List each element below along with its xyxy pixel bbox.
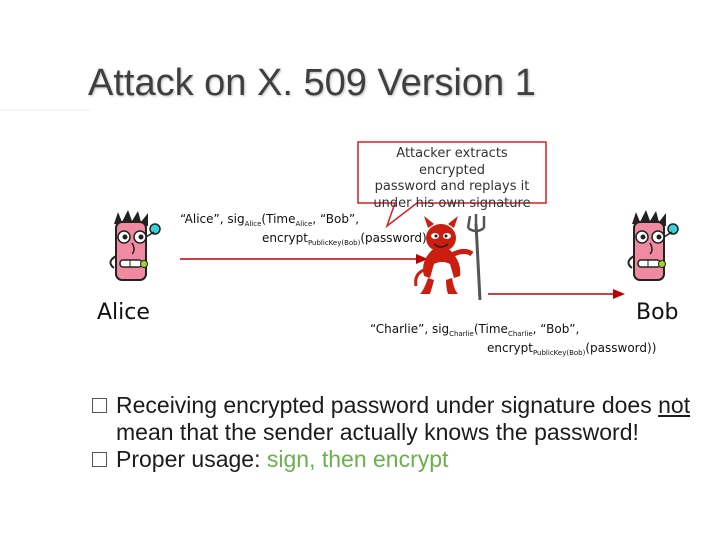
bob-face-icon	[622, 210, 682, 286]
bullet-box-icon	[92, 452, 107, 467]
emphasis-not: not	[658, 392, 690, 418]
charlie-message-line-2: encryptPublicKey(Bob)(password))	[487, 341, 656, 357]
alice-label: Alice	[97, 300, 150, 325]
bullet-item-1: Receiving encrypted password under signa…	[92, 392, 702, 446]
charlie-message-line-1: “Charlie”, sigCharlie(TimeCharlie, “Bob”…	[370, 322, 579, 338]
sign-then-encrypt-highlight: sign, then encrypt	[267, 446, 449, 472]
bullet-item-2: Proper usage: sign, then encrypt	[92, 446, 702, 473]
alice-face-icon	[104, 210, 164, 286]
bob-label: Bob	[636, 300, 679, 325]
bullet-list: Receiving encrypted password under signa…	[92, 392, 702, 473]
bullet-box-icon	[92, 398, 107, 413]
attacker-to-bob-arrowhead	[613, 289, 625, 299]
devil-attacker-icon	[414, 214, 492, 300]
